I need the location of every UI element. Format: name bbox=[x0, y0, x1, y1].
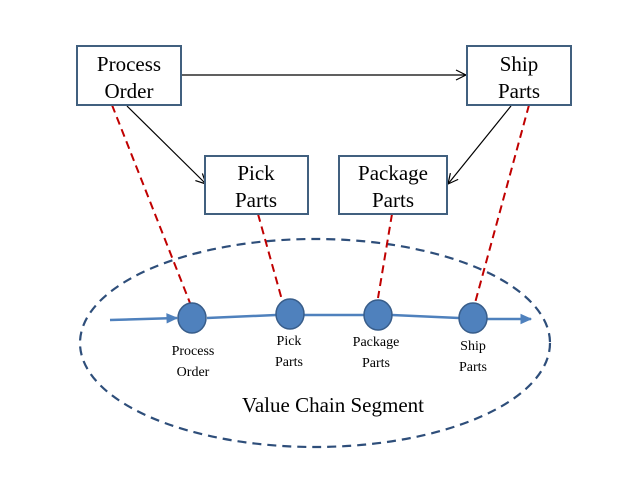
chain-label-pick-parts-line2: Parts bbox=[275, 355, 303, 370]
mapping-line-ship-parts bbox=[474, 104, 530, 304]
mapping-line-process-order bbox=[111, 104, 191, 304]
arrow-process-order-to-pick-parts bbox=[126, 105, 206, 184]
box-process-order-line1: Process bbox=[97, 52, 161, 76]
box-ship-parts-line1: Ship bbox=[500, 52, 539, 76]
chain-label-process-order-line2: Order bbox=[177, 365, 210, 380]
chain-label-process-order-line1: Process bbox=[172, 344, 215, 359]
box-package-parts: Package Parts bbox=[338, 155, 448, 215]
chain-label-package-parts-line2: Parts bbox=[362, 356, 390, 371]
chain-label-pick-parts-line1: Pick bbox=[277, 334, 302, 349]
value-chain-segment-ellipse bbox=[78, 237, 552, 449]
flow-segment-3 bbox=[391, 313, 460, 320]
chain-node-process-order bbox=[177, 302, 207, 334]
box-process-order-line2: Order bbox=[105, 79, 154, 103]
box-process-order: Process Order bbox=[76, 45, 182, 106]
box-ship-parts: Ship Parts bbox=[466, 45, 572, 106]
mapping-line-package-parts bbox=[377, 213, 393, 299]
flow-segment-1 bbox=[206, 313, 277, 320]
box-pick-parts-line1: Pick bbox=[237, 161, 275, 185]
chain-label-ship-parts-line2: Parts bbox=[459, 360, 487, 375]
box-pick-parts-line2: Parts bbox=[235, 188, 277, 212]
chain-label-ship-parts-line1: Ship bbox=[460, 339, 486, 354]
box-ship-parts-line2: Parts bbox=[498, 79, 540, 103]
chain-label-package-parts-line1: Package bbox=[353, 335, 400, 350]
arrow-ship-parts-to-package-parts bbox=[448, 105, 512, 184]
box-package-parts-line1: Package bbox=[358, 161, 428, 185]
box-pick-parts: Pick Parts bbox=[204, 155, 309, 215]
flow-arrow-entry bbox=[109, 313, 179, 324]
value-chain-segment-label: Value Chain Segment bbox=[242, 393, 424, 417]
mapping-line-pick-parts bbox=[257, 213, 283, 301]
chain-node-package-parts bbox=[363, 299, 393, 331]
box-package-parts-line2: Parts bbox=[372, 188, 414, 212]
chain-node-pick-parts bbox=[275, 298, 305, 330]
chain-node-ship-parts bbox=[458, 302, 488, 334]
